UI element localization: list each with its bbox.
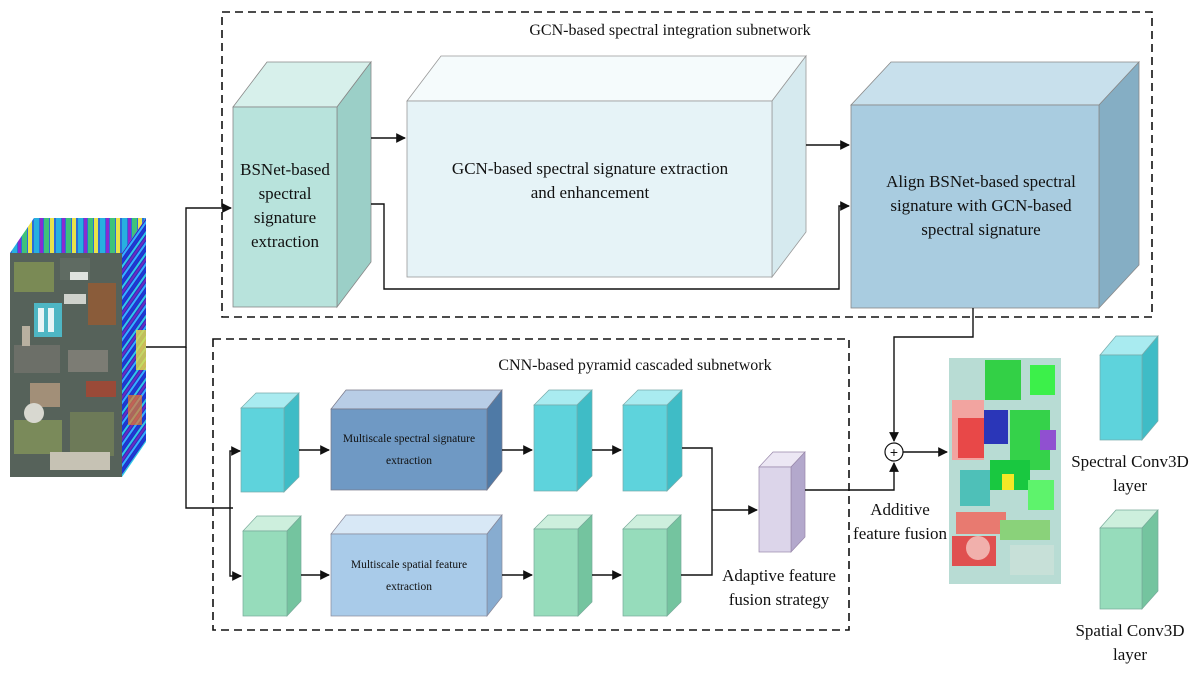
cnn-subnetwork-title: CNN-based pyramid cascaded subnetwork xyxy=(498,357,772,374)
align-to-sum-arrow xyxy=(889,308,974,442)
connectors xyxy=(146,133,974,581)
adaptive-fusion-cube xyxy=(758,451,806,553)
align-block xyxy=(850,60,1140,310)
gcn-extraction-label: GCN-based spectral signature extraction … xyxy=(451,159,729,202)
multiscale-spatial-label: Multiscale spatial feature extraction xyxy=(350,559,468,593)
gcn-extraction-block xyxy=(406,54,807,279)
spectral-conv3d-cube-3 xyxy=(622,389,683,492)
additive-fusion-label: Additive feature fusion xyxy=(853,500,947,543)
spectral-conv3d-cube-1 xyxy=(240,392,300,493)
input-to-spatial-arrow xyxy=(229,508,242,581)
gcn-subnetwork-frame xyxy=(221,11,1153,318)
legend-spectral-label: Spectral Conv3D layer xyxy=(1071,452,1189,495)
classification-map xyxy=(949,358,1061,584)
multiscale-spectral-label: Multiscale spectral signature extraction xyxy=(342,433,476,467)
align-label: Align BSNet-based spectral signature wit… xyxy=(886,172,1076,239)
multiscale-spatial-block xyxy=(330,513,503,618)
legend-spatial-label: Spatial Conv3D layer xyxy=(1075,621,1185,664)
spatial-conv3d-cube-3 xyxy=(622,514,682,617)
hsi-top-face xyxy=(10,218,146,253)
cnn-subnetwork-frame xyxy=(212,338,850,631)
additive-fusion-node: + xyxy=(884,442,904,462)
gcn-subnetwork-title: GCN-based spectral integration subnetwor… xyxy=(529,22,811,39)
branch-merge-line xyxy=(681,447,713,576)
adaptive-fusion-label: Adaptive feature fusion strategy xyxy=(722,566,836,609)
input-to-gcn-arrow xyxy=(146,203,232,348)
input-to-cnn-line xyxy=(185,347,233,509)
spectral-conv3d-cube-2 xyxy=(533,389,593,492)
spatial-conv3d-cube-2 xyxy=(533,514,593,617)
bsnet-skip-arrow xyxy=(371,201,850,290)
bsnet-block xyxy=(232,60,372,309)
legend-spectral-cube xyxy=(1099,335,1159,441)
input-to-spectral-arrow xyxy=(229,446,241,508)
fusion-plus-symbol: + xyxy=(890,444,898,460)
bsnet-extraction-label: BSNet-based spectral signature extractio… xyxy=(240,160,330,251)
legend-spatial-cube xyxy=(1099,509,1159,610)
hsi-aerial-image xyxy=(10,253,122,477)
spatial-conv3d-cube-1 xyxy=(242,515,302,617)
multiscale-spectral-block xyxy=(330,388,503,492)
hyperspectral-input-cube xyxy=(10,218,146,477)
adaptive-to-sum-arrow xyxy=(805,462,899,491)
